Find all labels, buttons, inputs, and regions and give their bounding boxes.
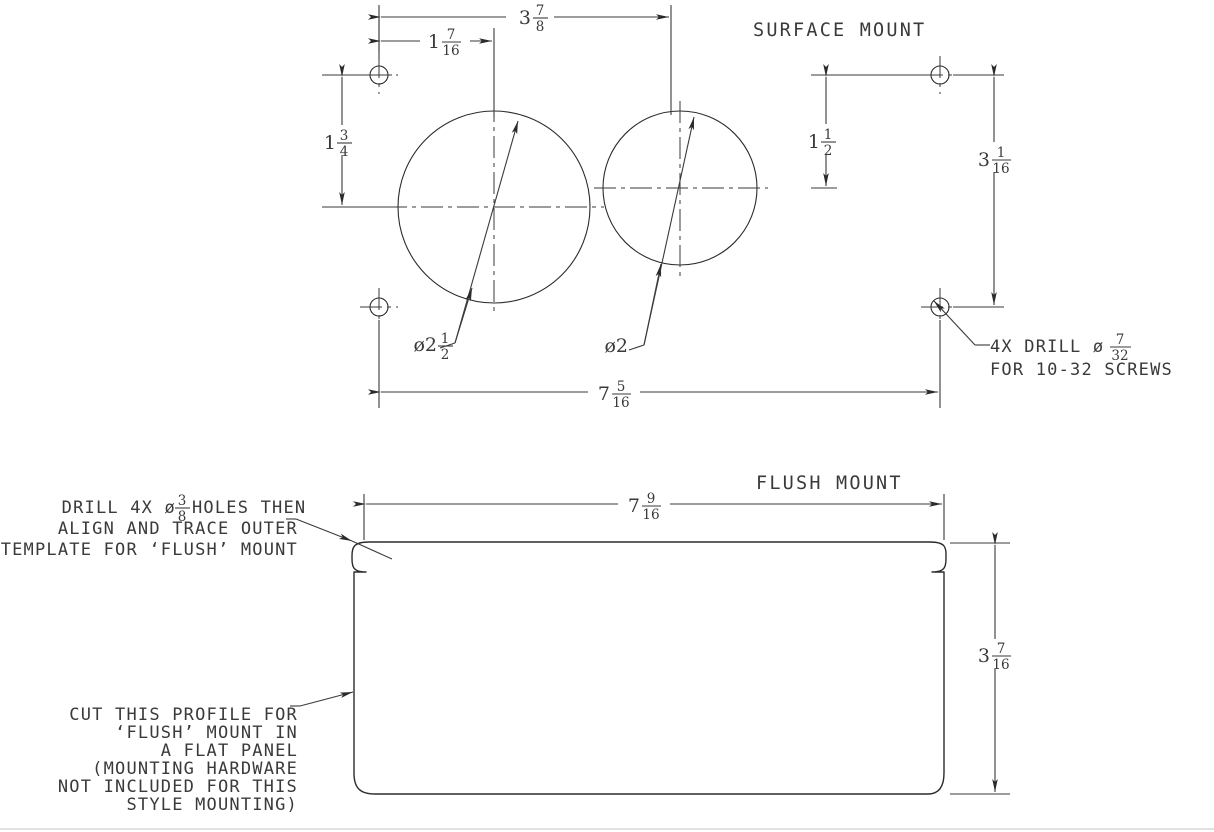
flush-note-top-line2: ALIGN AND TRACE OUTER: [58, 519, 298, 539]
flush-note-bottom-line1: CUT THIS PROFILE FOR: [69, 705, 298, 725]
dim-1-3-4-whole: 1: [324, 132, 336, 154]
dim-1-7-16: 1 7 16: [368, 20, 495, 118]
dim-3-1-16-den: 16: [992, 161, 1009, 177]
large-bore-diameter-prefix: ø2: [413, 334, 437, 356]
flush-note-top-leader: [286, 518, 393, 560]
large-bore-diameter-leader: [439, 120, 519, 349]
dim-1-1-2-num: 1: [824, 127, 833, 143]
flush-note-top-line3: TEMPLATE FOR ‘FLUSH’ MOUNT: [1, 540, 298, 560]
dim-7-5-16-num: 5: [617, 379, 626, 395]
dim-1-1-2-whole: 1: [808, 131, 820, 153]
large-bore-circle: [385, 100, 604, 314]
screw-note-num: 7: [1116, 332, 1125, 348]
dim-1-7-16-den: 16: [442, 43, 459, 59]
dim-3-7-16: 3 7 16: [950, 532, 1020, 795]
dim-1-3-4: 1 3 4: [318, 64, 400, 208]
dim-3-1-16-num: 1: [997, 145, 1006, 161]
dim-3-7-8: 3 7 8: [368, 2, 672, 115]
dim-7-9-16-den: 16: [642, 507, 659, 523]
flush-note-bottom-line3: A FLAT PANEL: [161, 741, 298, 761]
dim-1-3-4-den: 4: [340, 144, 349, 160]
flush-note-bottom: CUT THIS PROFILE FOR ‘FLUSH’ MOUNT IN A …: [58, 705, 298, 815]
flush-note-bottom-line6: STYLE MOUNTING): [126, 795, 298, 815]
dim-3-7-8-den: 8: [536, 19, 545, 35]
dim-3-7-16-num: 7: [997, 641, 1006, 657]
flush-note-top: DRILL 4X ø 3 8 HOLES THEN ALIGN AND TRAC…: [1, 493, 306, 560]
dim-7-5-16: 7 5 16: [368, 320, 941, 411]
small-bore-circle: [594, 101, 768, 276]
dim-1-1-2-den: 2: [824, 143, 833, 159]
flush-note-top-line1-pre: DRILL 4X ø: [62, 498, 176, 518]
dim-1-1-2: 1 1 2: [802, 64, 925, 189]
dim-7-9-16: 7 9 16: [353, 489, 945, 540]
mounting-hole-top-right: [921, 56, 959, 94]
small-bore-diameter-leader: [628, 116, 695, 351]
dim-3-7-16-den: 16: [992, 657, 1009, 673]
flush-note-bottom-line4: (MOUNTING HARDWARE: [92, 759, 298, 779]
dim-7-5-16-whole: 7: [598, 383, 610, 405]
flush-note-bottom-line2: ‘FLUSH’ MOUNT IN: [115, 723, 298, 743]
flush-mount-profile: [351, 541, 947, 795]
screw-drill-note: 4X DRILL ø 7 32 FOR 10-32 SCREWS: [933, 300, 1173, 380]
dim-7-5-16-den: 16: [612, 395, 629, 411]
large-bore-diameter-label: ø2 1 2: [413, 331, 453, 363]
dim-3-1-16-whole: 3: [978, 149, 990, 171]
surface-mount-title: SURFACE MOUNT: [753, 20, 926, 41]
dim-1-3-4-num: 3: [340, 128, 349, 144]
dim-3-7-8-num: 7: [536, 3, 545, 19]
flush-mount-group: FLUSH MOUNT DRILL 4X ø 3 8 HOLES THEN AL…: [1, 473, 1020, 815]
flush-note-bottom-line5: NOT INCLUDED FOR THIS: [58, 777, 298, 797]
screw-note-den: 32: [1111, 348, 1128, 364]
dim-1-7-16-whole: 1: [428, 31, 440, 53]
dim-1-7-16-num: 7: [447, 27, 456, 43]
dim-3-7-16-whole: 3: [978, 645, 990, 667]
flush-note-top-den: 8: [178, 509, 187, 525]
flush-mount-title: FLUSH MOUNT: [756, 473, 903, 494]
screw-note-line2: FOR 10-32 SCREWS: [990, 360, 1173, 380]
dim-3-1-16: 3 1 16: [953, 64, 1020, 308]
small-bore-diameter-label: ø2: [604, 335, 628, 357]
large-bore-frac-num: 1: [441, 331, 450, 347]
flush-note-top-line1-post: HOLES THEN: [192, 498, 306, 518]
screw-note-line1-pre: 4X DRILL ø: [990, 337, 1104, 357]
mounting-hole-bottom-left: [360, 288, 398, 326]
large-bore-frac-den: 2: [441, 347, 450, 363]
flush-note-bottom-leader: [290, 691, 354, 707]
dim-7-9-16-num: 9: [647, 491, 656, 507]
dim-7-9-16-whole: 7: [628, 495, 640, 517]
flush-note-top-num: 3: [178, 493, 187, 509]
dim-3-7-8-whole: 3: [519, 7, 531, 29]
surface-mount-group: SURFACE MOUNT: [318, 2, 1173, 411]
